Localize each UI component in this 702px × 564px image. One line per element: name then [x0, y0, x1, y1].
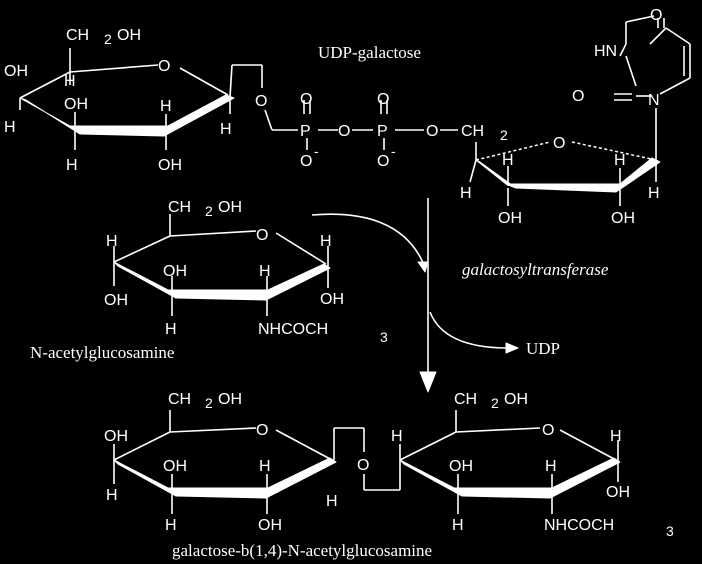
ch2-subscript: 2 — [205, 395, 213, 411]
ring-oxygen-label: O — [256, 422, 268, 439]
oh-label: OH — [504, 391, 528, 408]
carbonyl-oxygen-label: O — [572, 88, 584, 105]
oh-label: OH — [606, 484, 630, 501]
h-label: H — [326, 493, 338, 510]
h-label: H — [66, 157, 78, 174]
h-label: H — [160, 98, 172, 115]
uracil-ring — [614, 15, 691, 101]
ch3-subscript: 3 — [666, 523, 674, 539]
h-label: H — [106, 233, 118, 250]
ch2-subscript: 2 — [205, 203, 213, 219]
h-label: H — [614, 152, 626, 169]
glcnac-ring — [113, 214, 331, 316]
oh-label: OH — [218, 391, 242, 408]
h-label: H — [165, 517, 177, 534]
ribose-ring — [469, 108, 661, 206]
negative-charge-label: - — [314, 143, 319, 159]
nhcoch3-label: NHCOCH — [544, 517, 614, 534]
h-label: H — [106, 487, 118, 504]
h-label: H — [452, 517, 464, 534]
ribose-oxygen-label: O — [553, 135, 565, 152]
phosphorus-label: P — [300, 123, 311, 140]
oh-label: OH — [611, 210, 635, 227]
udp-galactose-label: UDP-galactose — [318, 43, 421, 62]
product-label: galactose-b(1,4)-N-acetylglucosamine — [172, 541, 432, 560]
uracil-nh-label: HN — [594, 43, 617, 60]
oh-label: OH — [158, 157, 182, 174]
ch2-label: CH — [168, 391, 191, 408]
enzyme-label: galactosyltransferase — [462, 260, 609, 279]
ch2-subscript: 2 — [500, 127, 508, 143]
ch3-subscript: 3 — [380, 329, 388, 345]
h-label: H — [220, 121, 232, 138]
h-label: H — [391, 428, 403, 445]
phosphoryl-oxygen-label: O — [300, 91, 312, 108]
ring-oxygen-label: O — [542, 422, 554, 439]
glcnac-label: N-acetylglucosamine — [30, 343, 174, 362]
h-label: H — [460, 185, 472, 202]
h-label: H — [64, 73, 76, 90]
glycosidic-oxygen-label: O — [357, 457, 369, 474]
oh-label: OH — [498, 210, 522, 227]
h-label: H — [320, 233, 332, 250]
ch2-subscript: 2 — [104, 31, 112, 47]
ch2-label: CH — [461, 123, 484, 140]
oh-label: OH — [218, 199, 242, 216]
nhcoch3-label: NHCOCH — [258, 321, 328, 338]
reaction-arrows — [311, 198, 519, 393]
negative-charge-label: - — [391, 143, 396, 159]
oh-label: OH — [163, 263, 187, 280]
phosphate-oxygen-label: O — [377, 153, 389, 170]
ring-oxygen-label: O — [158, 58, 170, 75]
oh-label: OH — [320, 291, 344, 308]
ch2-label: CH — [66, 27, 89, 44]
oh-label: OH — [4, 63, 28, 80]
oh-label: OH — [258, 517, 282, 534]
glycosidic-oxygen-label: O — [255, 93, 267, 110]
uracil-n-label: N — [648, 92, 660, 109]
h-label: H — [259, 263, 271, 280]
ch2-label: CH — [168, 199, 191, 216]
ring-oxygen-label: O — [256, 227, 268, 244]
h-label: H — [648, 185, 660, 202]
phosphate-oxygen-label: O — [300, 153, 312, 170]
pyrophosphate-bonds — [303, 100, 458, 150]
udp-label: UDP — [526, 339, 560, 358]
h-label: H — [502, 152, 514, 169]
h-label: H — [4, 119, 16, 136]
oh-label: OH — [117, 27, 141, 44]
bridging-oxygen-label: O — [338, 123, 350, 140]
product-glcnac-ring — [399, 410, 621, 514]
h-label: H — [610, 428, 622, 445]
h-label: H — [165, 321, 177, 338]
product-galactose-ring — [113, 410, 401, 514]
ester-oxygen-label: O — [426, 123, 438, 140]
ch2-subscript: 2 — [491, 395, 499, 411]
udp-galactose-galactose-ring — [19, 48, 298, 150]
ch2-label: CH — [454, 391, 477, 408]
oh-label: OH — [104, 428, 128, 445]
oh-label: OH — [104, 292, 128, 309]
carbonyl-oxygen-label: O — [650, 7, 662, 24]
oh-label: OH — [64, 96, 88, 113]
h-label: H — [259, 458, 271, 475]
oh-label: OH — [163, 458, 187, 475]
phosphorus-label: P — [377, 123, 388, 140]
h-label: H — [545, 458, 557, 475]
oh-label: OH — [449, 458, 473, 475]
phosphoryl-oxygen-label: O — [377, 91, 389, 108]
